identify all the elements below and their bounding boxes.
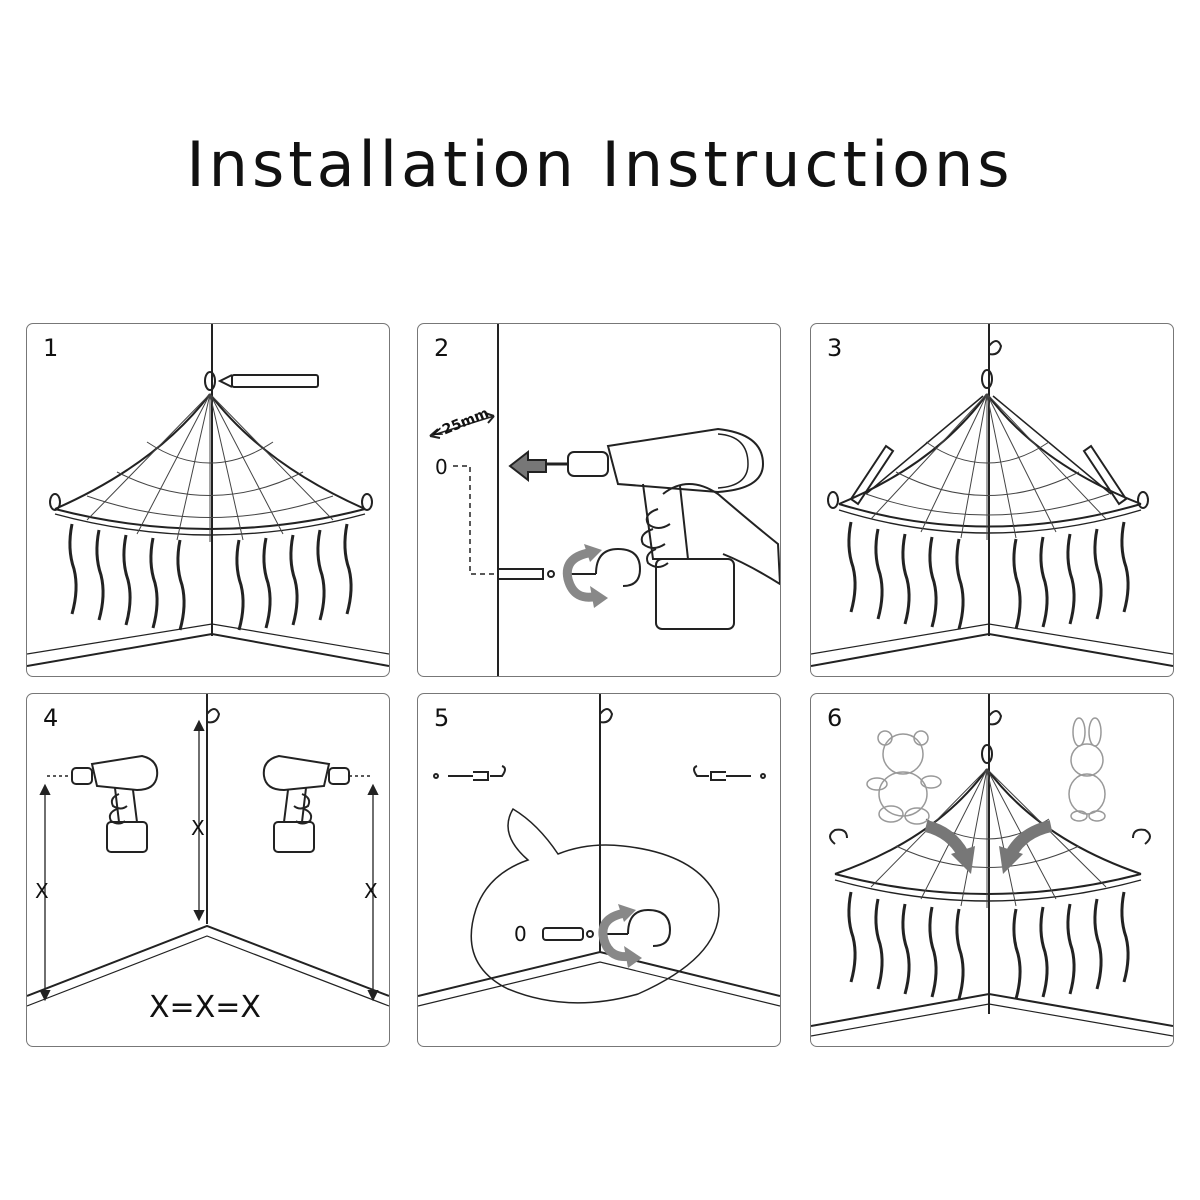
- step-1-illustration: [27, 324, 389, 676]
- hole-mark: 0: [435, 455, 448, 479]
- step-4-panel: 4 X X X X=X=X: [26, 693, 390, 1047]
- distance-mark-center: X: [191, 816, 205, 840]
- hole-mark: 0: [514, 922, 527, 946]
- step-number: 3: [827, 334, 842, 362]
- step-number: 4: [43, 704, 58, 732]
- step-number: 5: [434, 704, 449, 732]
- step-3-panel: 3: [810, 323, 1174, 677]
- equal-distance-equation: X=X=X: [149, 990, 261, 1025]
- step-5-panel: 5 0: [417, 693, 781, 1047]
- step-5-illustration: [418, 694, 780, 1046]
- step-2-illustration: [418, 324, 780, 676]
- distance-mark-left: X: [35, 879, 49, 903]
- step-6-panel: 6: [810, 693, 1174, 1047]
- distance-mark-right: X: [364, 879, 378, 903]
- step-number: 1: [43, 334, 58, 362]
- step-2-panel: 2 <25mm 0: [417, 323, 781, 677]
- page-title: Installation Instructions: [0, 128, 1200, 201]
- step-number: 6: [827, 704, 842, 732]
- step-1-panel: 1: [26, 323, 390, 677]
- step-number: 2: [434, 334, 449, 362]
- step-3-illustration: [811, 324, 1173, 676]
- step-6-illustration: [811, 694, 1173, 1046]
